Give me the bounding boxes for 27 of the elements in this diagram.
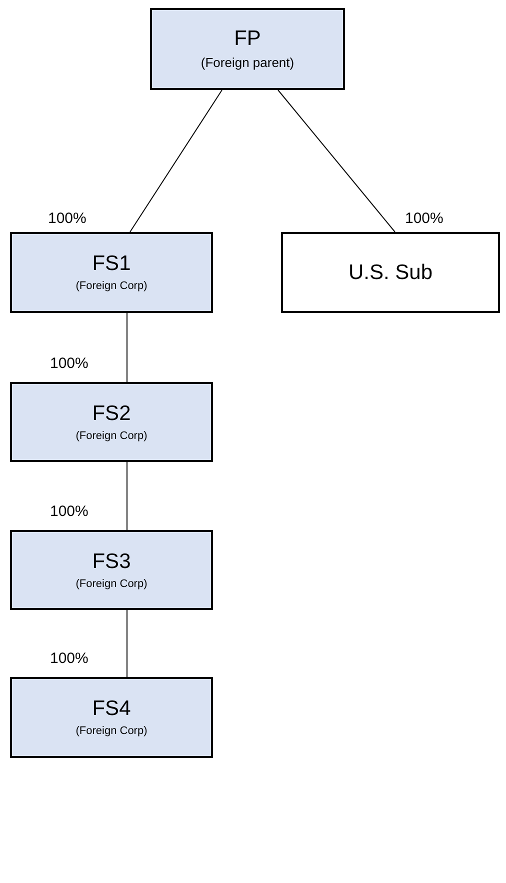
entity-type: (Foreign Corp) (76, 428, 148, 444)
entity-name: FP (234, 26, 261, 52)
entity-box (281, 232, 500, 313)
connector-line (278, 90, 396, 232)
entity-type: (Foreign parent) (200, 54, 294, 72)
connector-line (126, 312, 128, 382)
entity-box (10, 530, 213, 610)
connector-line (126, 610, 128, 678)
entity-name: FS3 (92, 548, 131, 574)
ownership-percentage: 100% (50, 356, 88, 371)
entity-type: (Foreign Corp) (76, 576, 148, 592)
connector-line (126, 462, 128, 530)
entity-type: (Foreign Corp) (76, 724, 148, 739)
entity-box (10, 232, 213, 313)
entity-box (10, 677, 213, 758)
entity-name: FS2 (92, 400, 131, 426)
entity-box (10, 382, 213, 462)
ownership-percentage: 100% (48, 211, 86, 226)
ownership-percentage: 100% (405, 211, 444, 226)
entity-box (150, 8, 345, 90)
connector-line (130, 90, 222, 232)
entity-name: FS4 (92, 696, 131, 722)
ownership-percentage: 100% (50, 651, 88, 666)
entity-name: U.S. Sub (348, 260, 433, 286)
entity-type: (Foreign Corp) (76, 279, 148, 294)
ownership-percentage: 100% (50, 504, 88, 519)
entity-name: FS1 (92, 251, 131, 276)
